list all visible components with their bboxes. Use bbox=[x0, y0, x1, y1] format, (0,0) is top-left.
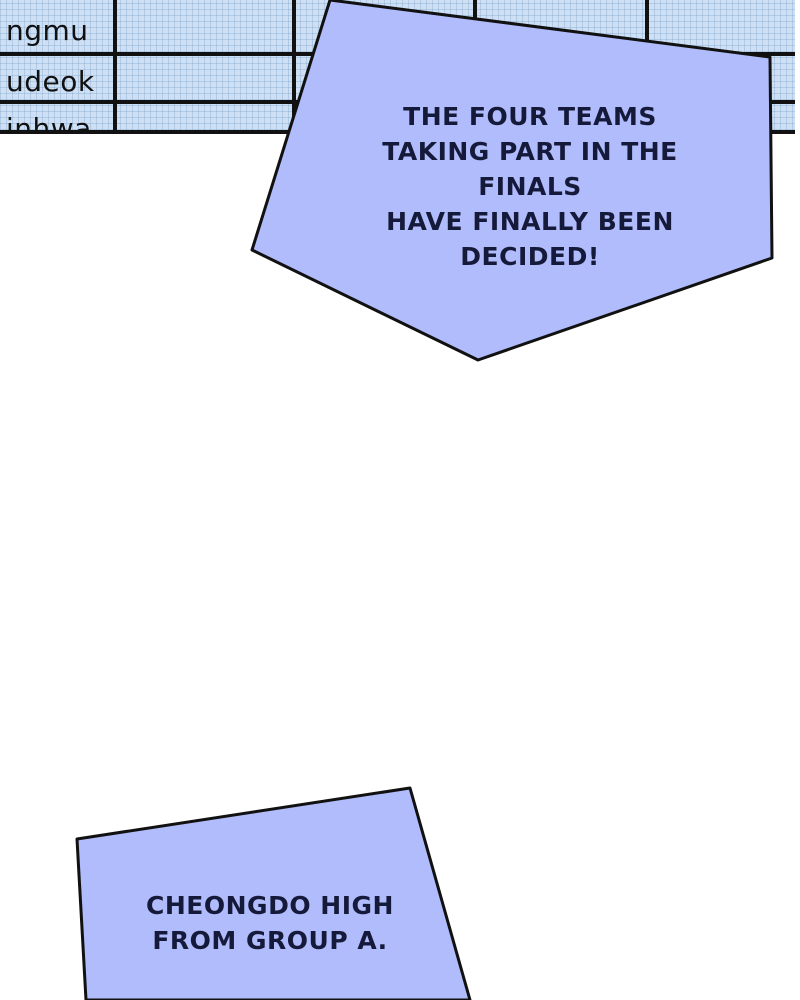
table-column-divider bbox=[292, 0, 296, 130]
bottom-caption-text: CHEONGDO HIGH FROM GROUP A. bbox=[120, 888, 420, 958]
table-column-divider bbox=[113, 0, 117, 130]
table-row-label: ngmu bbox=[6, 14, 89, 47]
caption-line: TAKING PART IN THE FINALS bbox=[382, 137, 678, 201]
caption-line: DECIDED! bbox=[460, 242, 600, 271]
top-caption-text: THE FOUR TEAMS TAKING PART IN THE FINALS… bbox=[330, 99, 730, 274]
caption-line: CHEONGDO HIGH bbox=[146, 891, 394, 920]
caption-line: HAVE FINALLY BEEN bbox=[386, 207, 674, 236]
table-row-label: inhwa bbox=[6, 112, 92, 134]
caption-line: THE FOUR TEAMS bbox=[403, 102, 657, 131]
caption-line: FROM GROUP A. bbox=[152, 926, 388, 955]
bottom-caption-box bbox=[75, 786, 472, 1000]
table-row-label: udeok bbox=[6, 65, 95, 98]
top-caption-box bbox=[250, 0, 774, 362]
